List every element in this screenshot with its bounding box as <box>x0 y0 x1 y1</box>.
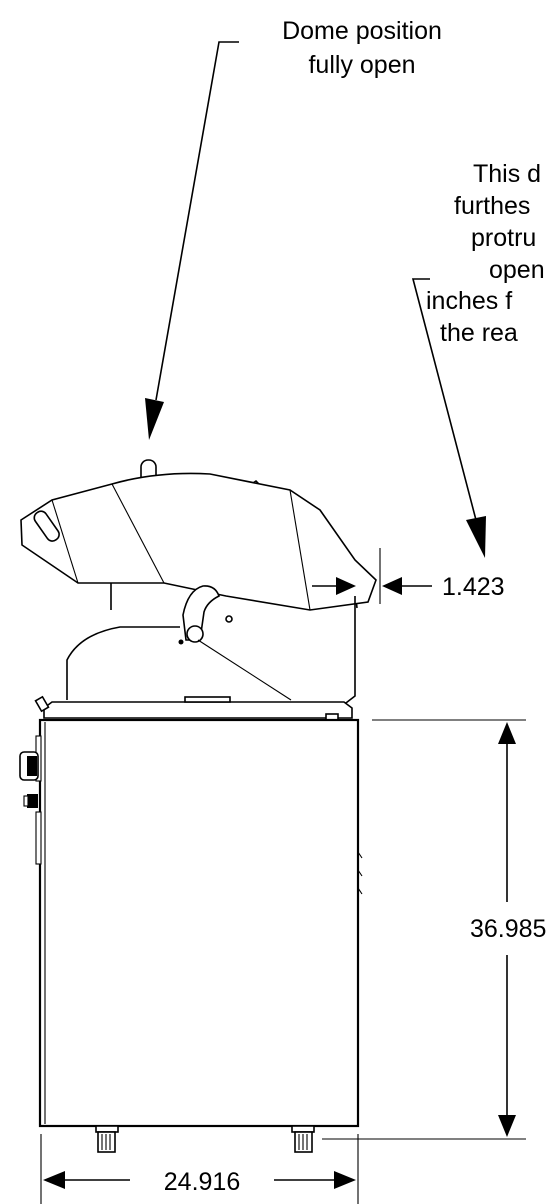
dome-front-handle <box>33 510 60 542</box>
width-left-arrowhead <box>43 1171 65 1189</box>
dimension-height: 36.985 <box>322 719 546 1140</box>
width-value: 24.916 <box>164 1168 240 1196</box>
dome-label-line1: Dome position <box>282 17 442 45</box>
dome-leader-arrowhead <box>145 398 164 440</box>
vent-mark-3 <box>357 887 363 895</box>
cabinet <box>19 718 363 1153</box>
side-strip-lower <box>35 811 42 865</box>
note-line6: the rea <box>440 319 518 347</box>
caster-front <box>95 1125 119 1153</box>
dome-fold-line-3 <box>289 489 311 611</box>
rear-vertical-edge <box>341 596 356 707</box>
cabinet-body <box>38 718 360 1128</box>
note-line3: protru <box>471 224 536 252</box>
hinge-pivot <box>186 625 204 643</box>
dome-label-line2: fully open <box>308 51 415 79</box>
top-plate-tab <box>184 696 231 703</box>
top-plate <box>34 695 353 721</box>
switch <box>23 794 38 808</box>
caster-rear <box>291 1125 315 1153</box>
note-line1: This d <box>473 160 541 188</box>
height-value: 36.985 <box>470 915 546 943</box>
dome-fold-line <box>51 499 79 584</box>
hinge-strut <box>197 639 292 701</box>
height-bottom-arrowhead <box>498 1115 516 1137</box>
width-right-arrowhead <box>334 1171 356 1189</box>
control-knob <box>19 751 39 781</box>
hinge-dot <box>178 639 184 645</box>
dimension-rear-protrusion: 1.423 <box>312 548 505 604</box>
note-leader-arrowhead <box>466 516 486 558</box>
rear-clip <box>34 695 50 713</box>
dome-callout: Dome position fully open <box>145 17 442 440</box>
dome-leader-line <box>155 41 239 401</box>
switch-body <box>27 794 38 808</box>
base-arch <box>66 626 180 700</box>
height-top-arrowhead <box>498 722 516 744</box>
caster-front-mount <box>95 1125 119 1133</box>
protrusion-right-arrowhead <box>382 577 402 595</box>
protrusion-note: This d furthes protru open inches f the … <box>411 160 545 558</box>
note-line5: inches f <box>426 287 512 315</box>
vent-mark-2 <box>357 869 363 877</box>
protrusion-left-arrowhead <box>336 577 356 595</box>
note-leader-line <box>411 278 477 521</box>
protrusion-value: 1.423 <box>442 573 505 601</box>
note-line4: open <box>489 256 545 284</box>
knob-cap <box>27 756 37 776</box>
top-plate-outline <box>43 701 353 719</box>
vent-mark-1 <box>357 851 363 859</box>
hinge-pin <box>225 615 233 623</box>
switch-bezel <box>23 795 29 807</box>
dome-assembly <box>20 459 377 707</box>
caster-rear-mount <box>291 1125 315 1133</box>
dome-body <box>20 472 377 611</box>
dome-fold-line-2 <box>111 483 165 584</box>
note-line2: furthes <box>454 192 530 220</box>
dimension-width: 24.916 <box>40 1134 359 1204</box>
